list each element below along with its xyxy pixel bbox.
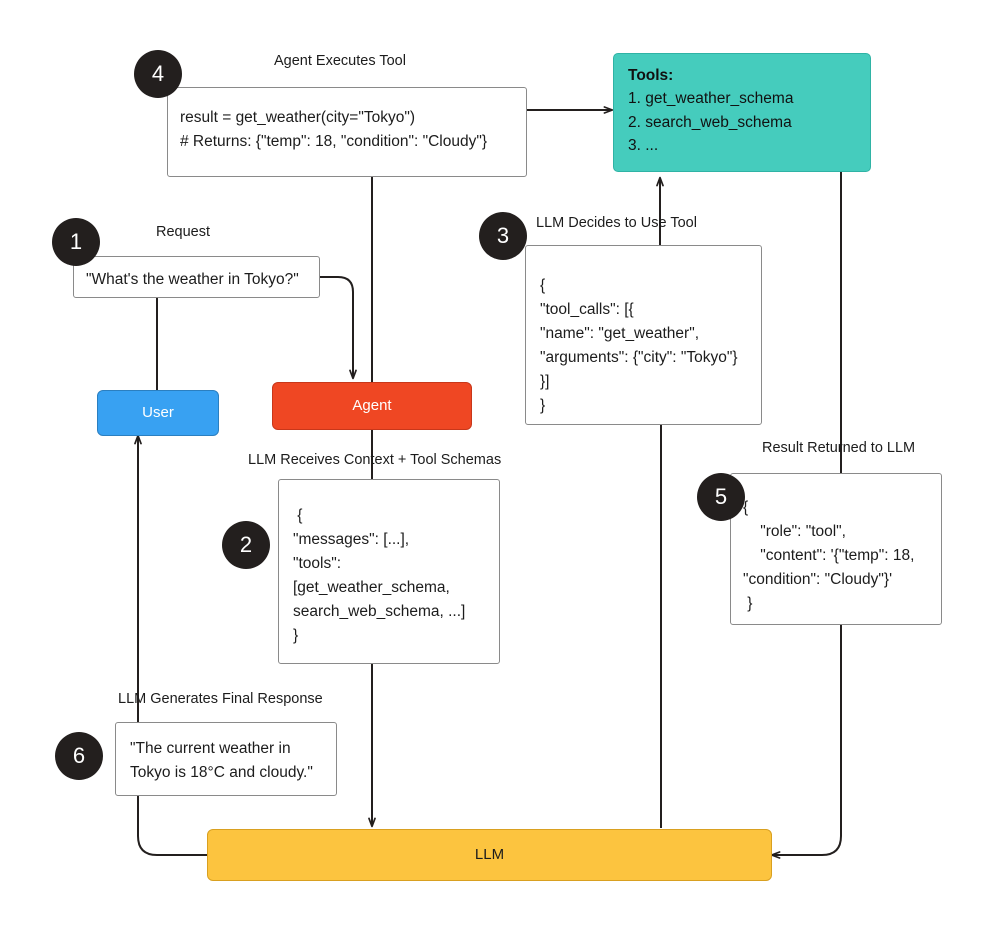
step-badge-6: 6 [55,732,103,780]
tools-box: Tools: 1. get_weather_schema 2. search_w… [613,53,871,172]
node-user-label: User [142,403,174,421]
node-llm-label: LLM [474,845,505,863]
caption-step-4: Agent Executes Tool [274,53,406,69]
caption-step-1: Request [156,224,211,240]
step-5-box: { "role": "tool", "content": '{"temp": 1… [730,473,942,625]
tools-item-3: 3. ... [628,136,659,154]
step-1-box: "What's the weather in Tokyo?" [73,256,320,298]
step-badge-5: 5 [697,473,745,521]
caption-step-6: LLM Generates Final Response [118,691,323,707]
step-badge-3: 3 [479,212,527,260]
tools-heading: Tools: [628,67,674,84]
step-badge-2: 2 [222,521,270,569]
node-agent[interactable]: Agent [272,382,472,430]
node-user[interactable]: User [97,390,219,436]
step-badge-1: 1 [52,218,100,266]
edge-llm-to-user [134,434,207,856]
tools-item-1: 1. get_weather_schema [628,90,794,108]
caption-step-5: Result Returned to LLM [762,440,916,456]
tools-item-2: 2. search_web_schema [628,113,792,131]
step-6-box: "The current weather in Tokyo is 18°C an… [115,722,337,796]
caption-step-2: LLM Receives Context + Tool Schemas [248,452,502,468]
step-3-box: { "tool_calls": [{ "name": "get_weather"… [525,245,762,425]
step-4-box: result = get_weather(city="Tokyo") # Ret… [167,87,527,177]
edge-tools-to-llm [770,172,842,859]
edge-request-to-agent [320,276,357,380]
node-llm[interactable]: LLM [207,829,772,881]
step-2-box: { "messages": [...], "tools": [get_weath… [278,479,500,664]
node-agent-label: Agent [352,396,392,414]
step-badge-4: 4 [134,50,182,98]
caption-step-3: LLM Decides to Use Tool [536,215,697,231]
